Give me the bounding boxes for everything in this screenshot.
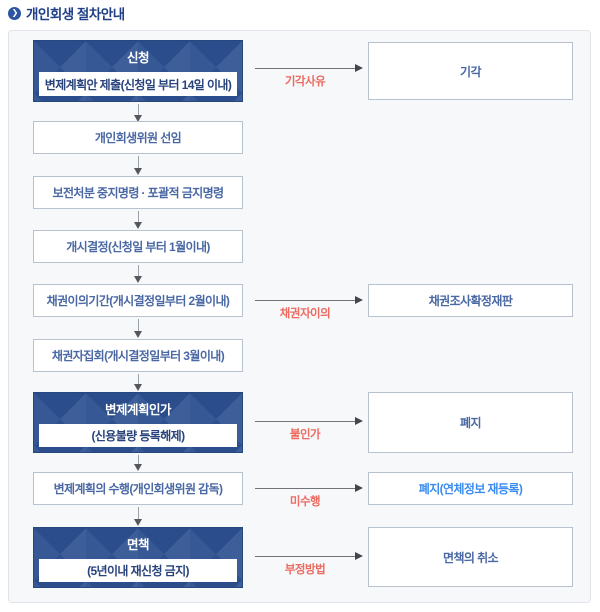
- page-title: 개인회생 절차안내: [26, 7, 125, 22]
- right-arrow-icon: [255, 296, 363, 305]
- flow-step-plan-performance: 변제계획의 수행(개인회생위원 감독): [33, 472, 243, 505]
- down-arrow-icon: [132, 265, 145, 283]
- outcome-abolition-label: 폐지: [460, 416, 481, 430]
- flow-step-plan-approval-title: 변제계획인가: [104, 403, 172, 417]
- outcome-claim-investigation: 채권조사확정재판: [368, 284, 573, 317]
- flow-step-plan-approval: 변제계획인가 (신용불량 등록해제): [33, 392, 243, 453]
- outcome-abolition-reregistration: 폐지(연체정보 재등록): [368, 472, 573, 505]
- flow-step-plan-performance-label: 변제계획의 수행(개인회생위원 감독): [53, 482, 223, 496]
- down-arrow-icon: [132, 455, 145, 471]
- flow-step-creditors-meeting-label: 채권자집회(개시결정일부터 3월이내): [51, 349, 225, 363]
- flow-step-application-title: 신청: [126, 51, 150, 65]
- outcome-discharge-revocation-label: 면책의 취소: [443, 550, 499, 565]
- flow-step-discharge: 면책 (5년이내 재신청 금지): [33, 527, 243, 588]
- down-arrow-icon: [132, 211, 145, 229]
- flow-step-discharge-subtitle: (5년이내 재신청 금지): [39, 559, 237, 582]
- down-arrow-icon: [132, 156, 145, 175]
- right-arrow-icon: [255, 484, 363, 493]
- flow-step-commissioner: 개인회생위원 선임: [33, 121, 243, 154]
- flow-step-objection-period: 채권이의기간(개시결정일부터 2월이내): [33, 284, 243, 317]
- right-arrow-icon: [255, 417, 363, 426]
- down-arrow-icon: [132, 507, 145, 526]
- flow-step-discharge-title: 면책: [126, 538, 150, 552]
- branch-condition-dismissal: 기각사유: [284, 76, 326, 88]
- flow-step-commencement: 개시결정(신청일 부터 1월이내): [33, 230, 243, 263]
- branch-condition-disapproval: 불인가: [289, 429, 321, 441]
- outcome-abolition: 폐지: [368, 392, 573, 453]
- down-arrow-icon: [132, 319, 145, 338]
- branch-condition-non-performance: 미수행: [289, 496, 321, 508]
- outcome-discharge-revocation: 면책의 취소: [368, 527, 573, 587]
- flow-step-creditors-meeting: 채권자집회(개시결정일부터 3월이내): [33, 339, 243, 372]
- flow-step-preservation-order: 보전처분 중지명령 · 포괄적 금지명령: [33, 176, 243, 209]
- flow-step-plan-approval-subtitle: (신용불량 등록해제): [39, 424, 237, 447]
- outcome-abolition-reregistration-label: 폐지(연체정보 재등록): [418, 482, 523, 496]
- outcome-dismissal: 기각: [368, 42, 573, 100]
- arrow-bullet-icon: ❯: [8, 6, 21, 20]
- outcome-dismissal-label: 기각: [460, 64, 481, 79]
- flow-step-commencement-label: 개시결정(신청일 부터 1월이내): [66, 240, 210, 254]
- page-header: ❯ 개인회생 절차안내: [8, 3, 125, 23]
- outcome-claim-investigation-label: 채권조사확정재판: [428, 294, 513, 308]
- branch-condition-fraudulent-means: 부정방법: [284, 564, 326, 576]
- branch-condition-creditor-objection: 채권자이의: [279, 308, 331, 320]
- flow-step-application-subtitle: 변제계획안 제출(신청일 부터 14일 이내): [39, 72, 237, 96]
- flow-step-commissioner-label: 개인회생위원 선임: [94, 131, 182, 145]
- down-arrow-icon: [132, 374, 145, 391]
- down-arrow-icon: [132, 104, 145, 122]
- flow-step-objection-period-label: 채권이의기간(개시결정일부터 2월이내): [46, 294, 230, 308]
- right-arrow-icon: [255, 552, 363, 561]
- flow-step-preservation-order-label: 보전처분 중지명령 · 포괄적 금지명령: [52, 186, 225, 200]
- flow-step-application: 신청 변제계획안 제출(신청일 부터 14일 이내): [33, 40, 243, 102]
- right-arrow-icon: [255, 64, 363, 73]
